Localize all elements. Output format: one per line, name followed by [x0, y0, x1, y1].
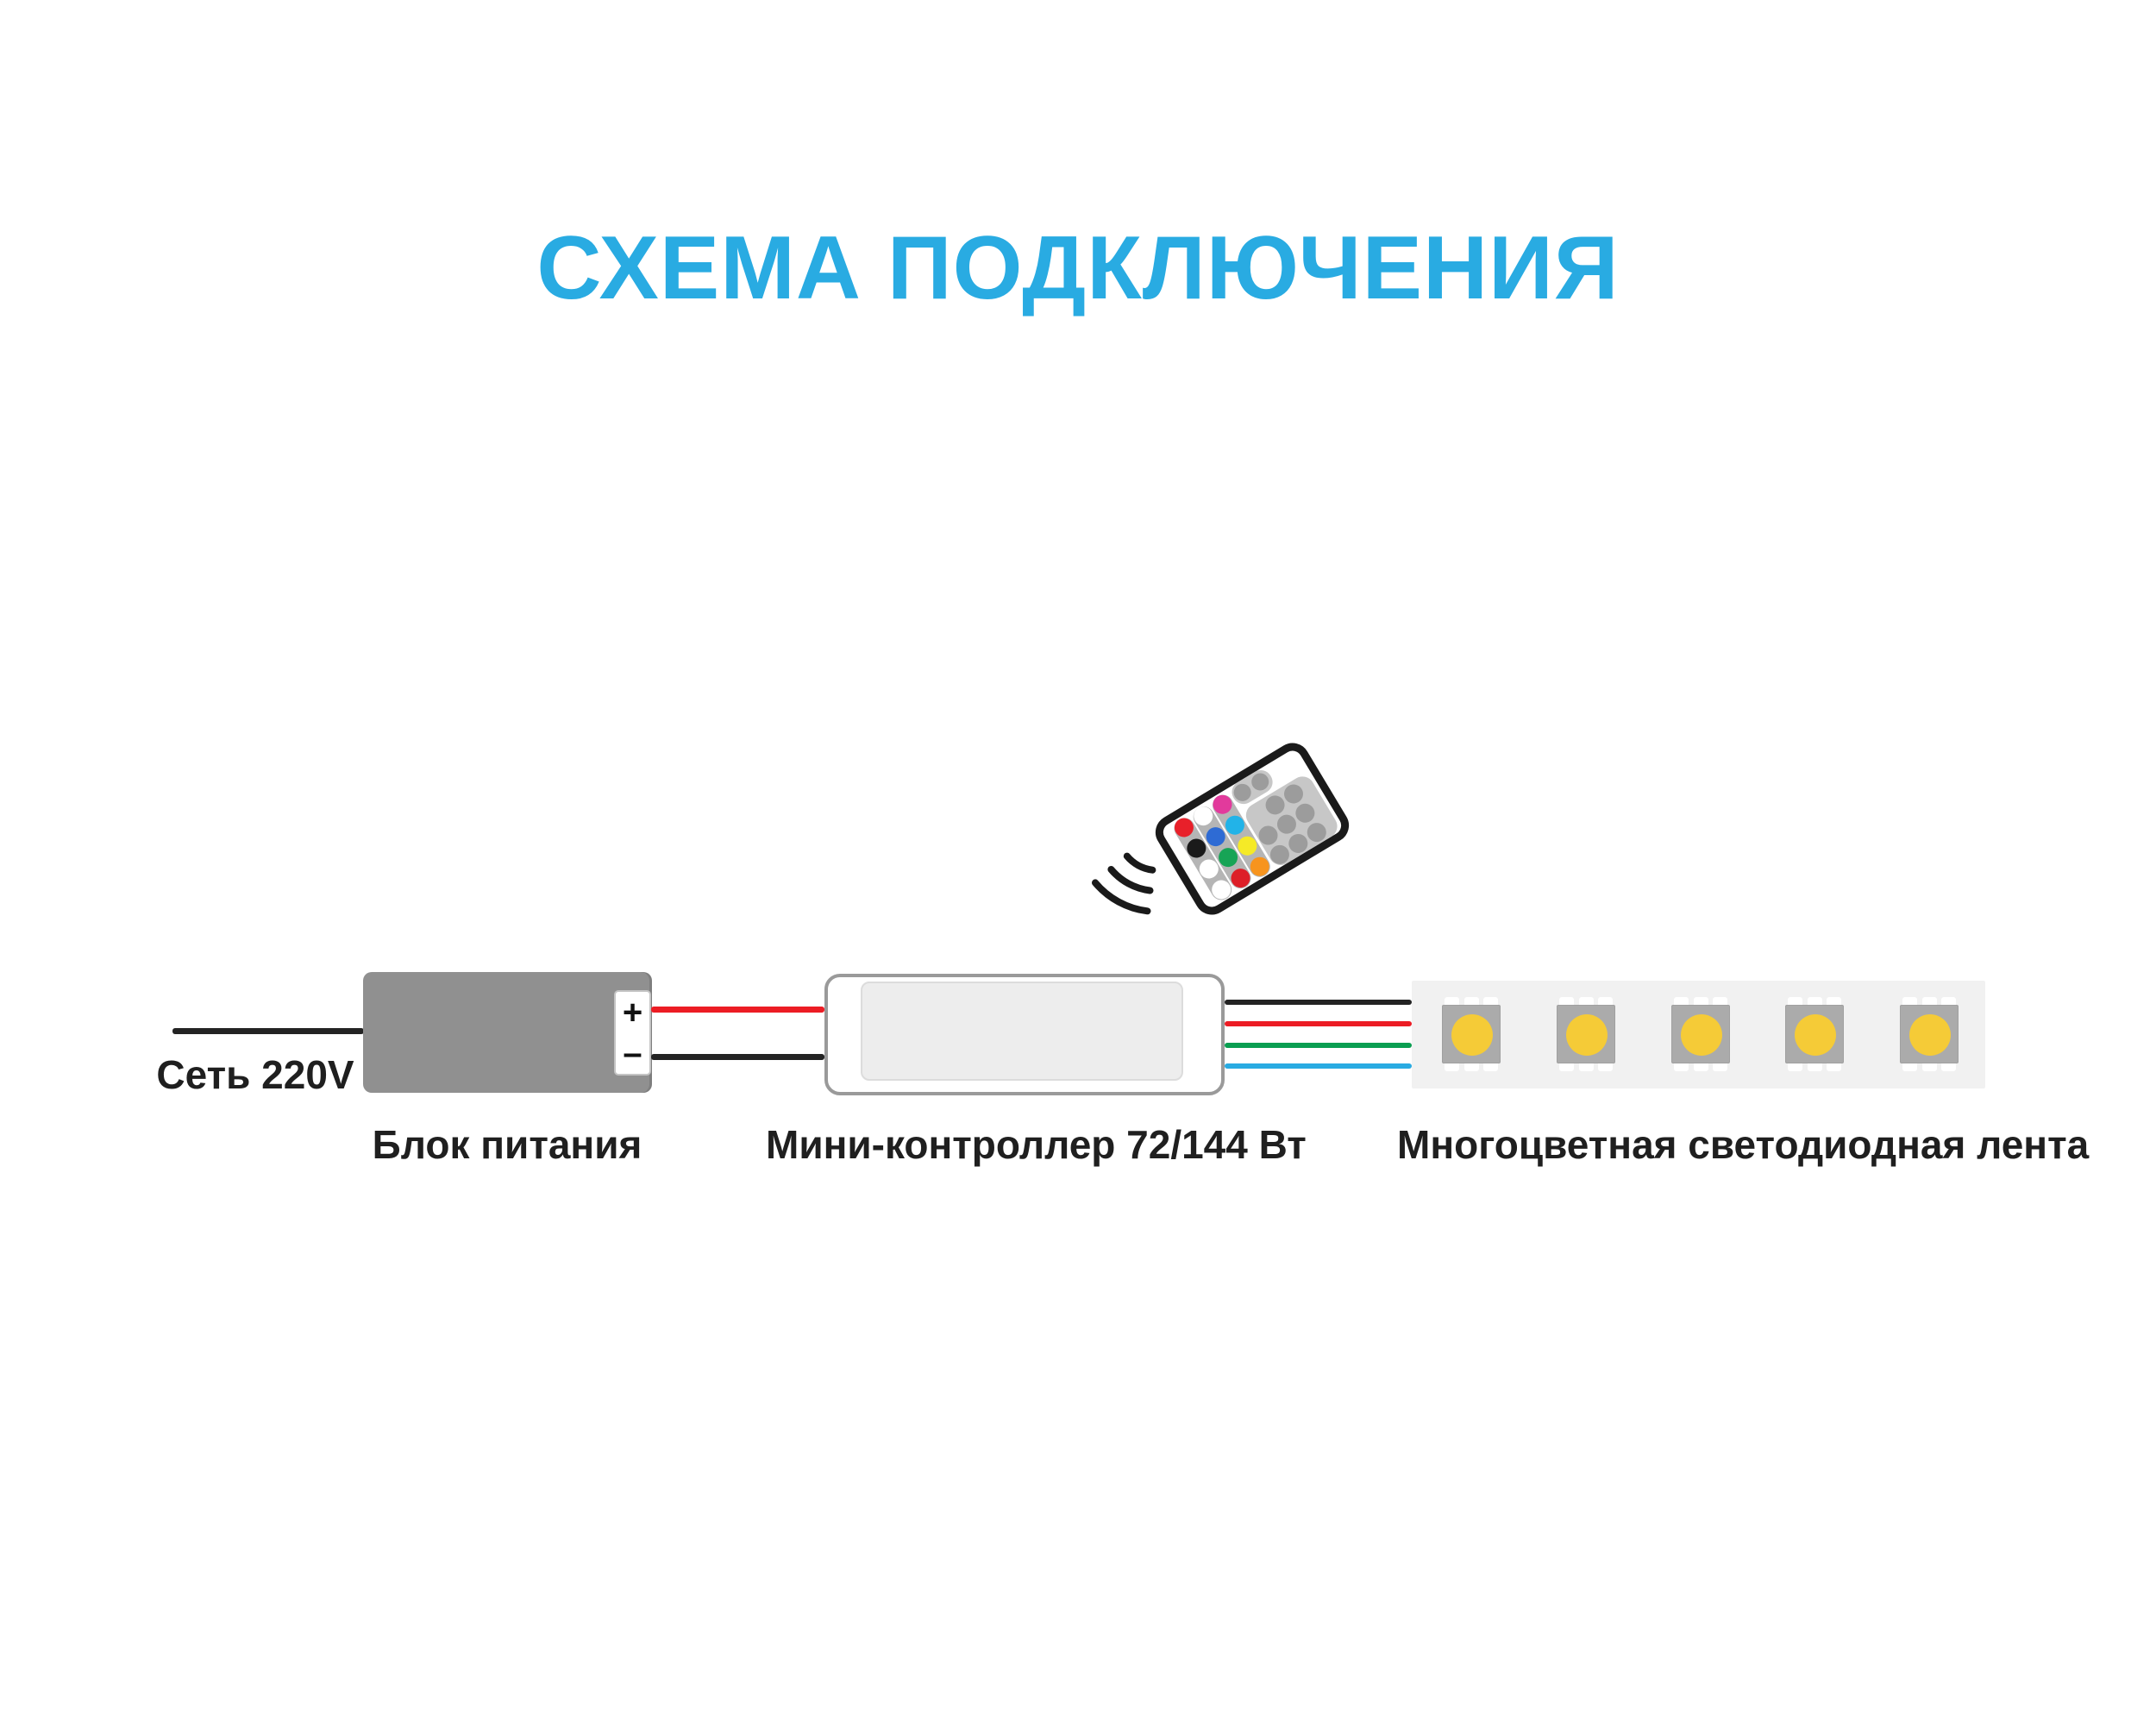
mini-controller-sticker [861, 982, 1183, 1081]
led-chip-body [1557, 1005, 1615, 1063]
power-supply-block [363, 972, 652, 1093]
led-strip-label: Многоцветная светодиодная лента [1397, 1122, 2090, 1167]
led-emitter [1795, 1014, 1836, 1056]
power-supply-label: Блок питания [372, 1122, 642, 1167]
led-emitter [1451, 1014, 1493, 1056]
led-emitter [1566, 1014, 1608, 1056]
ir-waves-icon [1092, 852, 1156, 915]
terminal-plus-sign: + [622, 993, 643, 1032]
led-chip-body [1785, 1005, 1844, 1063]
led-chip [1442, 997, 1501, 1071]
power-supply-terminal: + – [614, 990, 651, 1076]
wire-strip-black [1225, 1000, 1412, 1005]
wire-strip-green [1225, 1043, 1412, 1048]
led-chip [1900, 997, 1959, 1071]
led-chip [1671, 997, 1730, 1071]
mains-label: Сеть 220V [156, 1052, 354, 1097]
mains-wire [172, 1028, 364, 1034]
led-chip [1785, 997, 1844, 1071]
mini-controller-block [824, 974, 1225, 1095]
led-strip [1412, 981, 1985, 1088]
led-emitter [1681, 1014, 1722, 1056]
led-chip-body [1900, 1005, 1959, 1063]
terminal-minus-sign: – [623, 1034, 642, 1073]
wire-strip-cyan [1225, 1063, 1412, 1069]
led-chip-body [1442, 1005, 1501, 1063]
led-chip-body [1671, 1005, 1730, 1063]
wire-strip-red [1225, 1021, 1412, 1026]
page-title: СХЕМА ПОДКЛЮЧЕНИЯ [536, 218, 1620, 318]
led-chip [1557, 997, 1615, 1071]
wire-psu-minus [651, 1054, 824, 1060]
wire-psu-plus [651, 1007, 824, 1013]
controller-label: Мини-контроллер 72/144 Вт [766, 1122, 1307, 1167]
led-emitter [1909, 1014, 1951, 1056]
